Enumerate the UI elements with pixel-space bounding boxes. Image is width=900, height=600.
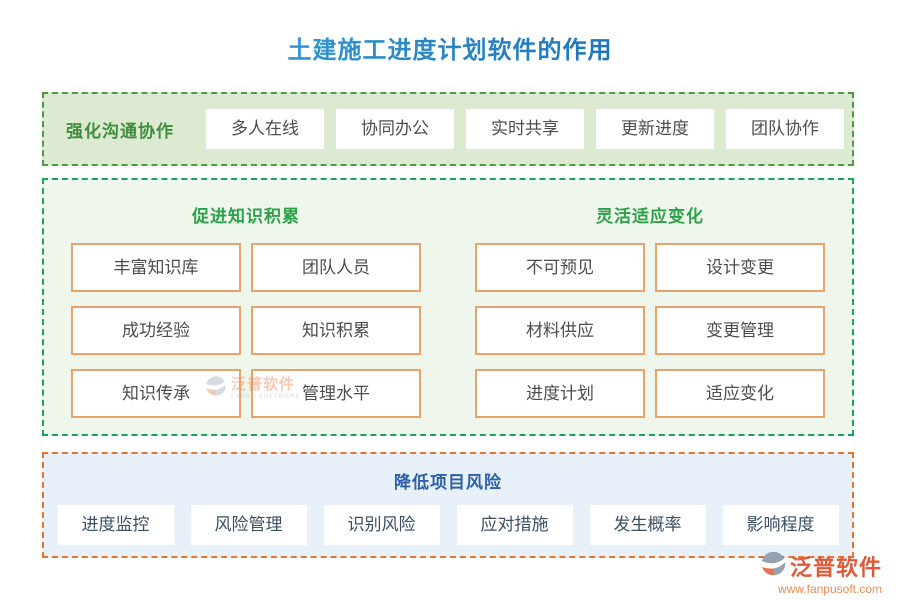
button-realtime-sharing[interactable]: 实时共享 — [466, 109, 584, 149]
button-risk-identification[interactable]: 识别风险 — [323, 505, 440, 545]
risk-heading: 降低项目风险 — [394, 473, 502, 492]
button-material-supply[interactable]: 材料供应 — [475, 306, 645, 355]
knowledge-grid: 丰富知识库 团队人员 成功经验 知识积累 知识传承 管理水平 — [71, 243, 421, 418]
button-change-management[interactable]: 变更管理 — [655, 306, 825, 355]
button-occurrence-probability[interactable]: 发生概率 — [589, 505, 706, 545]
section-risk: 降低项目风险 进度监控 风险管理 识别风险 应对措施 发生概率 影响程度 — [42, 452, 854, 558]
section-communication: 强化沟通协作 多人在线 协同办公 实时共享 更新进度 团队协作 — [42, 92, 854, 166]
brand-name-text: 泛普软件 — [789, 555, 882, 580]
button-countermeasures[interactable]: 应对措施 — [456, 505, 573, 545]
button-knowledge-inheritance[interactable]: 知识传承 — [71, 369, 241, 418]
button-risk-management[interactable]: 风险管理 — [190, 505, 307, 545]
adaptation-heading: 灵活适应变化 — [596, 207, 704, 226]
button-knowledge-accumulation[interactable]: 知识积累 — [251, 306, 421, 355]
communication-label: 强化沟通协作 — [66, 121, 174, 141]
button-team-personnel[interactable]: 团队人员 — [251, 243, 421, 292]
button-management-level[interactable]: 管理水平 — [251, 369, 421, 418]
adaptation-column: 灵活适应变化 不可预见 设计变更 材料供应 变更管理 进度计划 适应变化 — [448, 180, 852, 434]
button-adapt-to-change[interactable]: 适应变化 — [655, 369, 825, 418]
button-multi-user-online[interactable]: 多人在线 — [206, 109, 324, 149]
button-schedule-plan[interactable]: 进度计划 — [475, 369, 645, 418]
button-unforeseen[interactable]: 不可预见 — [475, 243, 645, 292]
button-update-progress[interactable]: 更新进度 — [596, 109, 714, 149]
knowledge-heading: 促进知识积累 — [192, 207, 300, 226]
button-collaborative-office[interactable]: 协同办公 — [336, 109, 454, 149]
button-design-change[interactable]: 设计变更 — [655, 243, 825, 292]
adaptation-grid: 不可预见 设计变更 材料供应 变更管理 进度计划 适应变化 — [475, 243, 825, 418]
button-progress-monitoring[interactable]: 进度监控 — [57, 505, 174, 545]
risk-button-row: 进度监控 风险管理 识别风险 应对措施 发生概率 影响程度 — [44, 505, 852, 545]
button-team-collaboration[interactable]: 团队协作 — [726, 109, 844, 149]
brand-swoosh-icon — [760, 550, 787, 582]
page-title: 土建施工进度计划软件的作用 — [0, 30, 900, 65]
knowledge-column: 促进知识积累 丰富知识库 团队人员 成功经验 知识积累 知识传承 管理水平 — [44, 180, 448, 434]
footer-brand: 泛普软件 www.fanpusoft.com — [760, 550, 882, 596]
button-rich-knowledge-base[interactable]: 丰富知识库 — [71, 243, 241, 292]
button-impact-degree[interactable]: 影响程度 — [722, 505, 839, 545]
button-success-experience[interactable]: 成功经验 — [71, 306, 241, 355]
brand-url[interactable]: www.fanpusoft.com — [777, 582, 882, 596]
section-knowledge-adaptation: 促进知识积累 丰富知识库 团队人员 成功经验 知识积累 知识传承 管理水平 灵活… — [42, 178, 854, 436]
